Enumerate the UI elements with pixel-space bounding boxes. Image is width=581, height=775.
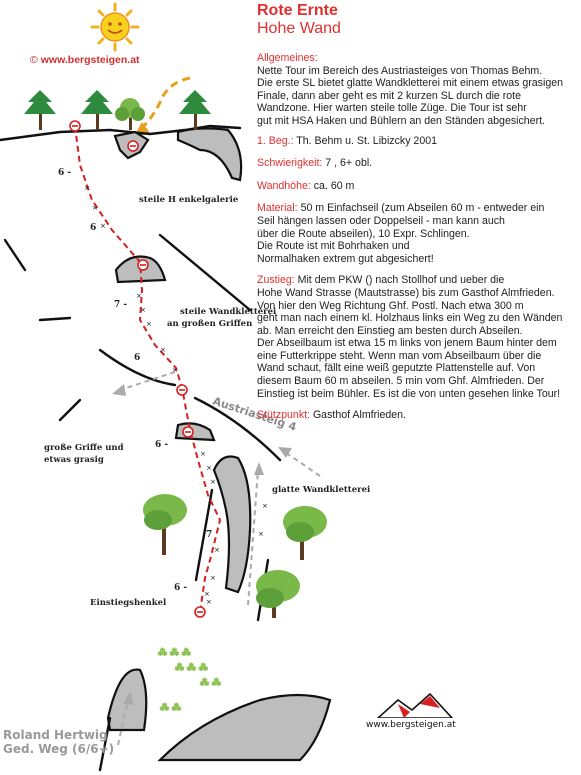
website-link[interactable]: ©www.bergsteigen.at [30, 54, 140, 66]
svg-text:⁂ ⁂ ⁂: ⁂ ⁂ ⁂ [175, 662, 208, 673]
wall-line [193, 396, 282, 462]
svg-text:www.bergsteigen.at: www.bergsteigen.at [366, 720, 456, 730]
section-zustieg: Zustieg: Mit dem PKW () nach Stollhof un… [257, 274, 563, 400]
arrow-icon [254, 462, 264, 475]
svg-text:×: × [206, 464, 212, 472]
tree-icon [179, 90, 211, 130]
svg-text:×: × [140, 306, 146, 314]
svg-text:⁂ ⁂: ⁂ ⁂ [200, 677, 221, 688]
belay-rock-2 [174, 422, 216, 442]
path-arrow [119, 371, 176, 391]
wall-line [3, 238, 27, 272]
grade-label: 6 - [58, 168, 71, 178]
section-schwierigkeit: Schwierigkeit: 7 , 6+ obl. [257, 157, 373, 170]
svg-text:×: × [204, 590, 210, 598]
svg-text:×: × [214, 546, 220, 554]
arrow-icon [123, 692, 134, 705]
sun-icon [90, 2, 140, 52]
climbing-route [74, 125, 222, 613]
arrow-icon [278, 447, 292, 458]
tree-icon [115, 98, 145, 130]
grass-patch: ⁂ ⁂ ⁂ ⁂ ⁂ ⁂ ⁂ ⁂ ⁂ ⁂ [158, 647, 222, 714]
belay-marker-icon [69, 120, 206, 618]
base-line [98, 716, 112, 772]
grade-label: 6 [90, 223, 96, 233]
section-allgemeines: Allgemeines: Nette Tour im Bereich des A… [257, 52, 563, 127]
author-credit: Roland Hertwig Ged. Weg (6/6+) [3, 728, 115, 756]
path-arrow [284, 451, 321, 477]
path-arrow [247, 469, 259, 606]
einstieg-label: Einstiegshenkel [90, 598, 167, 608]
left-wall [194, 488, 214, 582]
tree-icon [81, 90, 113, 130]
svg-text:×: × [160, 346, 166, 354]
arrow-icon [112, 384, 126, 396]
grade-label: 7 [206, 530, 212, 540]
tree-icon [256, 570, 300, 618]
svg-text:×: × [206, 598, 212, 606]
tree-icon [283, 506, 327, 560]
wall-line [38, 316, 72, 322]
pitch-label-wandkletterei: an großen Griffen [167, 319, 252, 329]
wall-line [158, 233, 252, 312]
tree-icon [143, 494, 187, 555]
section-beg: 1. Beg.: Th. Behm u. St. Libizcky 2001 [257, 134, 437, 147]
svg-text:×: × [200, 450, 206, 458]
bolt-marks: × × × × × × × × × × × × × × × × × [84, 184, 268, 606]
pitch-label-henkelgalerie: steile H enkelgalerie [139, 195, 239, 205]
tree-icon [24, 90, 56, 130]
grade-label: 6 - [155, 440, 168, 450]
route-title: Rote Ernte [257, 2, 338, 19]
path-arrow [117, 699, 129, 746]
section-wandhoehe: Wandhöhe: ca. 60 m [257, 179, 355, 192]
svg-text:×: × [100, 222, 106, 230]
svg-text:×: × [146, 320, 152, 328]
pitch-label-griffe: etwas grasig [44, 455, 104, 465]
area-subtitle: Hohe Wand [257, 20, 341, 37]
bergsteigen-logo: www.bergsteigen.at [364, 692, 456, 730]
info-panel: Rote Ernte Hohe Wand Allgemeines: Nette … [257, 0, 579, 422]
svg-text:×: × [84, 184, 90, 192]
svg-text:⁂ ⁂ ⁂: ⁂ ⁂ ⁂ [158, 647, 191, 658]
top-rock [176, 127, 243, 182]
approach-path [138, 76, 191, 132]
pitch-label-glatte: glatte Wandkletterei [272, 485, 371, 495]
grade-label: 6 [134, 353, 140, 363]
section-stuetzpunkt: Stützpunkt: Gasthof Almfrieden. [257, 409, 406, 422]
pitch-label-wandkletterei: steile Wandkletterei [180, 307, 277, 317]
svg-text:×: × [210, 478, 216, 486]
svg-text:⁂ ⁂: ⁂ ⁂ [160, 702, 181, 713]
base-rock [157, 693, 332, 762]
pitch-label-griffe: große Griffe und [44, 443, 124, 453]
section-material: Material: 50 m Einfachseil (zum Abseilen… [257, 202, 545, 265]
grade-label: 7 - [114, 300, 127, 310]
grade-label: 6 - [174, 583, 187, 593]
svg-text:×: × [262, 502, 268, 510]
svg-text:×: × [258, 530, 264, 538]
wall-line [98, 348, 177, 387]
svg-text:×: × [92, 204, 98, 212]
wall-line [58, 398, 82, 422]
svg-text:×: × [172, 366, 178, 374]
pillar-rock [212, 455, 252, 594]
svg-text:×: × [136, 292, 142, 300]
svg-text:×: × [210, 574, 216, 582]
top-ridge [0, 124, 242, 142]
